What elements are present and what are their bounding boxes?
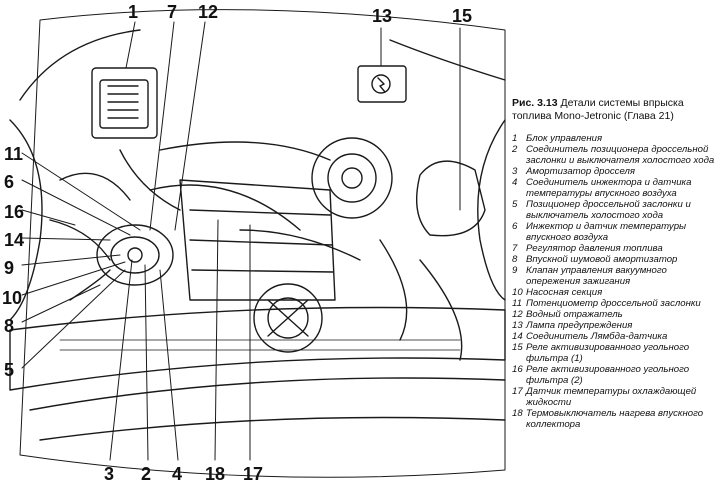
legend-item: 9 Клапан управления вакуумного опережения… [512,265,716,287]
callout-3: 3 [104,464,114,484]
legend-number: 4 [512,177,518,188]
legend-item: 1 Блок управления [512,133,716,144]
callout-13: 13 [372,6,392,26]
legend-list: 1 Блок управления 2 Соединитель позиционера… [512,133,716,430]
coolant-reservoir [415,160,486,237]
brake-booster [311,137,393,219]
hoses [149,141,463,361]
legend-text: Датчик температуры охлаждающей жидкости [526,386,697,408]
legend-number: 9 [512,265,518,276]
figure-title: Детали системы впрыска топлива Mono-Jetr… [512,97,684,122]
hood-outline [19,9,506,478]
callout-9: 9 [4,258,14,278]
callout-1: 1 [128,2,138,22]
callout-6: 6 [4,172,14,192]
legend-item: 7 Регулятор давления топлива [512,243,716,254]
legend-number: 15 [512,342,523,353]
callout-16: 16 [4,202,24,222]
callout-14: 14 [4,230,24,250]
legend-number: 8 [512,254,518,265]
callout-11: 11 [4,144,23,164]
legend-number: 6 [512,221,518,232]
legend-number: 18 [512,408,523,419]
legend-item: 4 Соединитель инжектора и датчика темпера… [512,177,716,199]
legend-item: 5 Позиционер дроссельной заслонки и выклю… [512,199,716,221]
legend-number: 13 [512,320,523,331]
legend-text: Насосная секция [526,287,603,298]
air-cleaner [96,224,174,286]
legend-text: Инжектор и датчик температуры впускного … [526,221,687,243]
legend-item: 8 Впускной шумовой амортизатор [512,254,716,265]
callout-8: 8 [4,316,14,336]
callout-10: 10 [2,288,22,308]
callout-7: 7 [167,2,177,22]
caption: Рис. 3.13 Детали системы впрыска топлива… [512,97,716,430]
callout-12: 12 [198,2,218,22]
figure-number: Рис. 3.13 [512,97,558,109]
legend-number: 5 [512,199,518,210]
legend-item: 3 Амортизатор дросселя [512,166,716,177]
legend-text: Водный отражатель [526,309,623,320]
callout-17: 17 [243,464,263,484]
control-unit [91,67,158,139]
legend-number: 2 [512,144,518,155]
caption-title: Рис. 3.13 Детали системы впрыска топлива… [512,97,716,123]
legend-number: 17 [512,386,523,397]
legend-text: Лампа предупреждения [526,320,633,331]
legend-text: Клапан управления вакуумного опережения … [526,265,667,287]
legend-text: Соединитель инжектора и датчика температ… [526,177,692,199]
legend-number: 1 [512,133,518,144]
legend-text: Потенциометр дроссельной заслонки [526,298,701,309]
legend-number: 16 [512,364,523,375]
callout-18: 18 [205,464,225,484]
leader-lines [21,21,461,461]
legend-number: 12 [512,309,523,320]
legend-item: 11 Потенциометр дроссельной заслонки [512,298,716,309]
legend-number: 11 [512,298,522,309]
callout-4: 4 [172,464,182,484]
legend-number: 14 [512,331,523,342]
legend-text: Регулятор давления топлива [526,243,663,254]
alternator [253,283,323,353]
legend-item: 2 Соединитель позиционера дроссельной зас… [512,144,716,166]
legend-text: Амортизатор дросселя [526,166,636,177]
callout-15: 15 [452,6,472,26]
legend-text: Блок управления [526,133,603,144]
legend-text: Соединитель позиционера дроссельной засл… [526,144,715,166]
warning-lamp [357,65,407,103]
callout-2: 2 [141,464,151,484]
legend-number: 10 [512,287,523,298]
legend-text: Реле активизированного угольного фильтра… [526,364,690,386]
legend-number: 7 [512,243,518,254]
legend-text: Позиционер дроссельной заслонки и выключ… [526,199,691,221]
legend-text: Впускной шумовой амортизатор [526,254,678,265]
legend-number: 3 [512,166,518,177]
callout-5: 5 [4,360,14,380]
front-panel [9,306,506,391]
legend-text: Реле активизированного угольного фильтра… [526,342,690,364]
legend-text: Термовыключатель нагрева впускного колле… [526,408,704,430]
engine-block [179,179,336,301]
legend-text: Соединитель Лямбда-датчика [526,331,668,342]
legend-item: 6 Инжектор и датчик температуры впускного… [512,221,716,243]
